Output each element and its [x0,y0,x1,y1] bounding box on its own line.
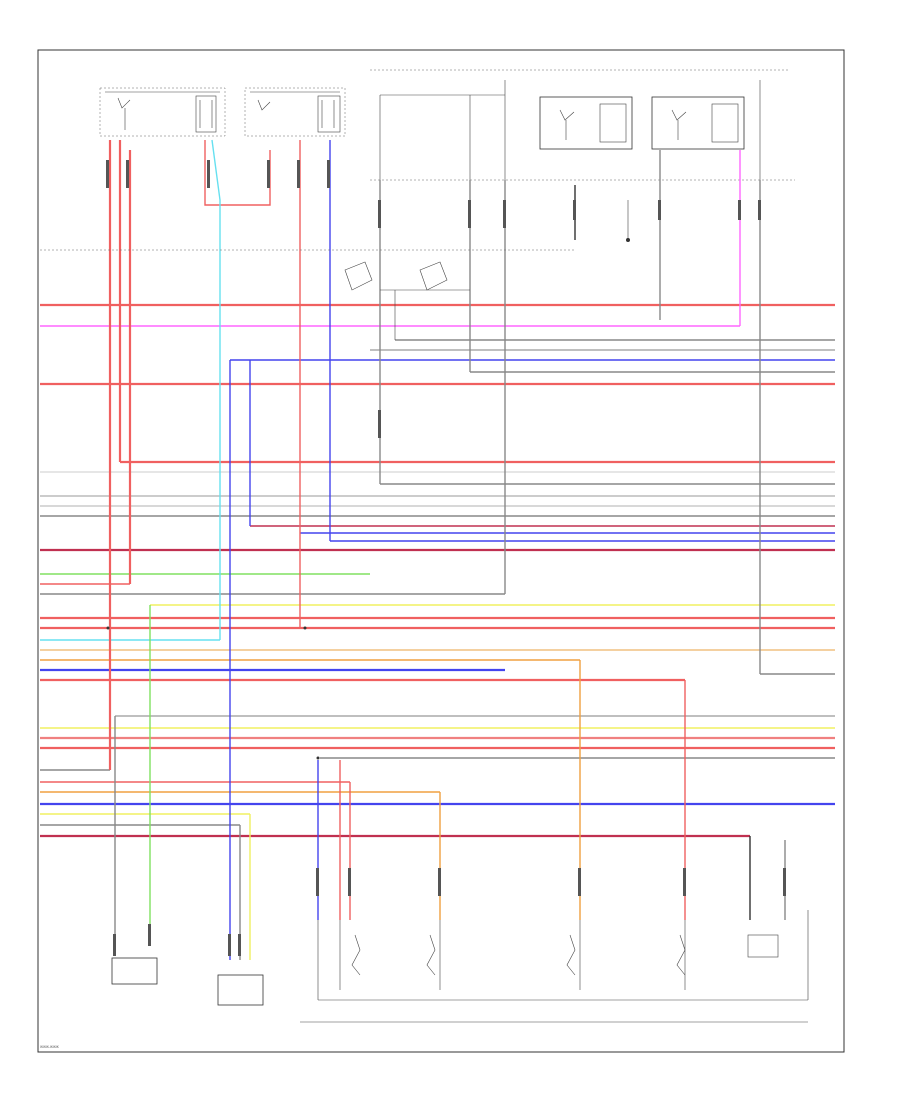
connector-marks [106,160,786,956]
sensor-box-2 [217,974,264,1006]
sensor-box-1 [111,957,158,985]
bottom-components [111,910,809,1023]
top-components [99,69,795,242]
diagram-frame [37,49,845,1053]
page-code: ЖЖЖ-ЖЖЖ [40,1045,59,1049]
middle-components [40,249,575,760]
relay-box-1 [539,96,633,150]
horizontal-wires [40,303,835,838]
switch-box-1 [99,87,226,137]
switch-box-2 [244,87,346,137]
relay-box-2 [651,96,745,150]
wire-v-red-4 [204,140,271,206]
vertical-wires [108,139,786,960]
wire-v-lightblue [211,139,221,640]
